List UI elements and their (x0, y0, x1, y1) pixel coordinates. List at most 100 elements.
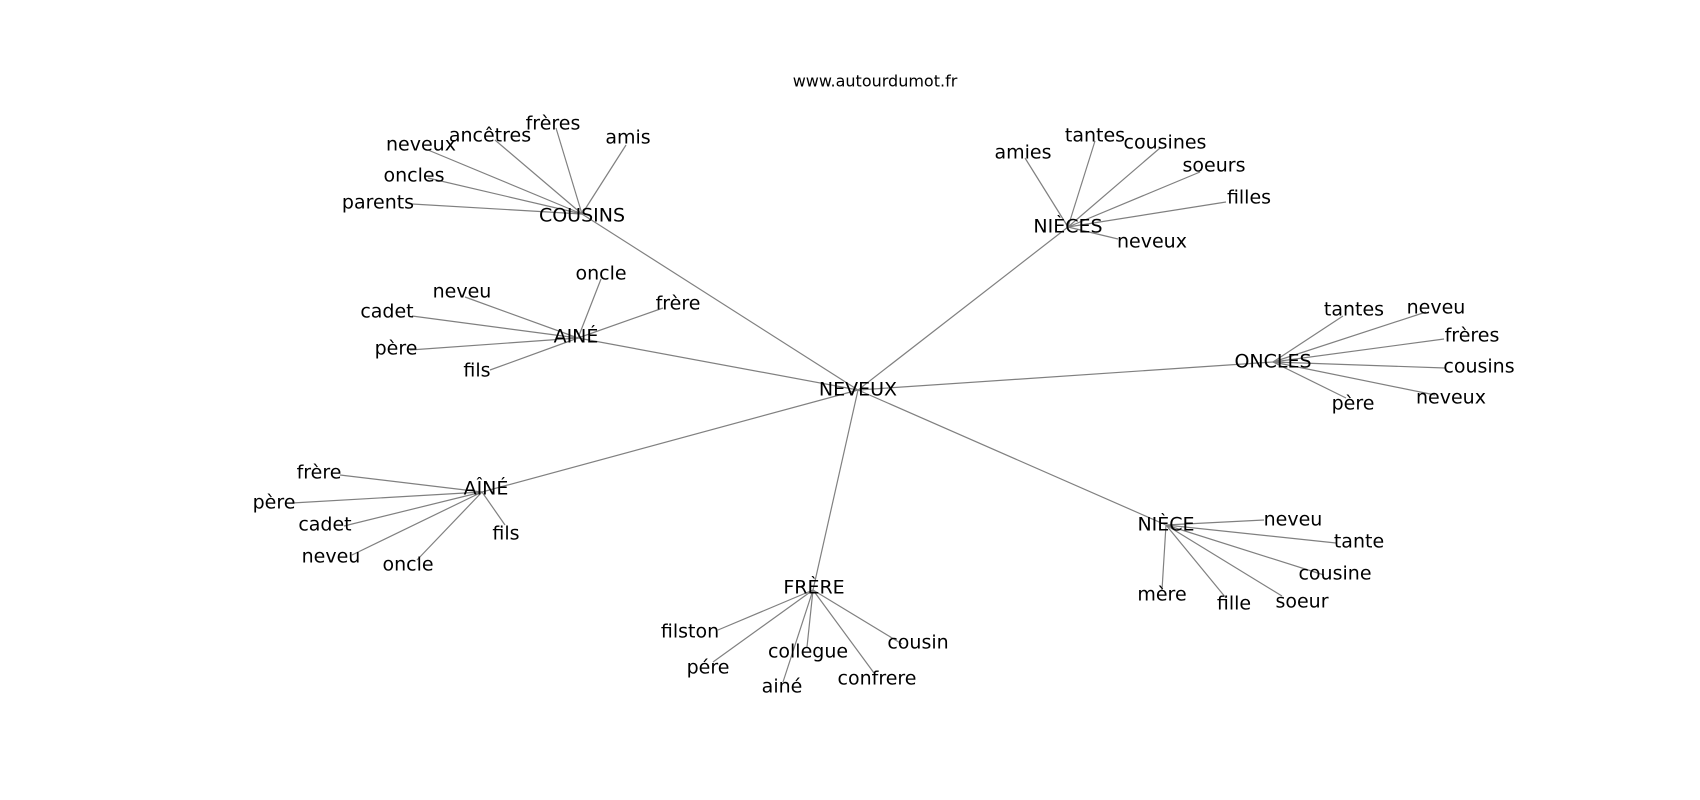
edge-cousins-5 (581, 144, 627, 215)
leaf-word-oncles-2[interactable]: frères (1445, 325, 1500, 347)
edge-nieces-3 (1067, 171, 1201, 228)
leaf-word-cousins-4[interactable]: frères (526, 113, 581, 135)
edge-niece-3 (1165, 524, 1283, 597)
edge-nieces-0 (1024, 157, 1069, 228)
edge-root-aine-lower (481, 389, 859, 493)
leaf-word-niece-2[interactable]: cousine (1298, 563, 1371, 585)
edge-niece-2 (1165, 524, 1325, 576)
edge-root-nieces (857, 226, 1069, 391)
leaf-word-aine-lower-3[interactable]: neveu (302, 546, 361, 568)
edge-frere-0 (717, 589, 814, 631)
edge-frere-3 (782, 589, 814, 683)
edge-niece-5 (1161, 524, 1167, 591)
edge-cousins-1 (427, 177, 583, 215)
leaf-word-oncles-4[interactable]: neveux (1416, 387, 1486, 409)
leaf-word-nieces-0[interactable]: amies (994, 142, 1051, 164)
edge-nieces-1 (1067, 140, 1096, 228)
edge-root-cousins (581, 213, 859, 391)
edge-nieces-2 (1067, 147, 1161, 228)
edge-frere-1 (712, 589, 814, 663)
leaf-word-aine-upper-0[interactable]: oncle (575, 263, 626, 285)
hub-word-niece[interactable]: NIÈCE (1137, 513, 1194, 536)
edge-aine-upper-2 (411, 315, 579, 339)
hub-word-cousins[interactable]: COUSINS (539, 205, 625, 227)
hub-word-aine-upper[interactable]: AINÉ (554, 325, 599, 348)
leaf-word-oncles-5[interactable]: père (1332, 393, 1375, 415)
edge-oncles-4 (1272, 361, 1436, 396)
leaf-word-nieces-3[interactable]: soeurs (1183, 155, 1246, 177)
edge-frere-2 (806, 589, 814, 648)
leaf-word-aine-lower-0[interactable]: frère (297, 462, 342, 484)
edge-oncles-2 (1272, 338, 1445, 363)
leaf-word-aine-upper-5[interactable]: frère (656, 293, 701, 315)
edge-aine-upper-0 (577, 278, 602, 339)
hub-word-frere[interactable]: FRÈRE (783, 576, 844, 599)
edge-aine-upper-5 (577, 307, 664, 339)
edge-aine-upper-3 (409, 337, 579, 351)
leaf-word-oncles-3[interactable]: cousins (1443, 356, 1514, 378)
edge-aine-upper-4 (489, 337, 579, 371)
leaf-word-aine-upper-2[interactable]: cadet (360, 301, 413, 323)
edge-niece-1 (1165, 524, 1337, 544)
edge-root-frere (812, 389, 859, 591)
leaf-word-aine-lower-2[interactable]: cadet (298, 514, 351, 536)
graph-labels: www.autourdumot.fr NEVEUX COUSINS parents o… (253, 72, 1515, 698)
leaf-word-cousins-0[interactable]: parents (342, 192, 414, 214)
leaf-word-oncles-1[interactable]: neveu (1407, 297, 1466, 319)
edge-root-niece (857, 389, 1167, 526)
edge-niece-4 (1165, 524, 1227, 599)
edge-cousins-3 (494, 139, 583, 215)
leaf-word-aine-upper-4[interactable]: fils (463, 360, 490, 382)
leaf-word-frere-5[interactable]: cousin (887, 632, 948, 654)
edge-oncles-0 (1272, 315, 1344, 363)
edge-oncles-3 (1272, 361, 1446, 369)
leaf-word-nieces-5[interactable]: neveux (1117, 231, 1187, 253)
edge-nieces-5 (1067, 226, 1119, 240)
leaf-word-oncles-0[interactable]: tantes (1324, 299, 1384, 321)
edge-aine-lower-5 (481, 491, 506, 526)
leaf-word-nieces-4[interactable]: filles (1227, 187, 1271, 209)
leaf-word-aine-lower-5[interactable]: fils (492, 523, 519, 545)
edge-root-aine-upper (577, 337, 859, 391)
leaf-word-cousins-3[interactable]: ancêtres (449, 125, 531, 147)
leaf-word-niece-1[interactable]: tante (1334, 531, 1384, 553)
edge-aine-lower-2 (343, 491, 483, 527)
leaf-word-niece-5[interactable]: mère (1137, 584, 1186, 606)
leaf-word-cousins-2[interactable]: neveux (386, 134, 456, 156)
edge-aine-lower-0 (339, 474, 483, 493)
leaf-word-aine-lower-1[interactable]: père (253, 492, 296, 514)
edge-nieces-4 (1067, 201, 1227, 228)
leaf-word-frere-0[interactable]: filston (661, 621, 719, 643)
leaf-word-aine-upper-1[interactable]: neveu (433, 281, 492, 303)
leaf-word-niece-0[interactable]: neveu (1264, 509, 1323, 531)
leaf-word-aine-upper-3[interactable]: père (375, 338, 418, 360)
edge-root-oncles (857, 361, 1274, 391)
leaf-word-frere-2[interactable]: collegue (768, 641, 848, 663)
leaf-word-nieces-1[interactable]: tantes (1065, 125, 1125, 147)
edge-aine-upper-1 (464, 296, 579, 339)
leaf-word-frere-1[interactable]: pére (687, 657, 730, 679)
leaf-word-niece-3[interactable]: soeur (1275, 591, 1328, 613)
edge-frere-5 (812, 589, 903, 645)
root-word[interactable]: NEVEUX (819, 379, 897, 401)
hub-word-oncles[interactable]: ONCLES (1234, 351, 1311, 373)
leaf-word-aine-lower-4[interactable]: oncle (382, 554, 433, 576)
leaf-word-cousins-5[interactable]: amis (605, 127, 650, 149)
edge-cousins-0 (411, 203, 583, 215)
leaf-word-frere-3[interactable]: ainé (762, 676, 803, 698)
edge-aine-lower-1 (291, 491, 483, 504)
leaf-word-cousins-1[interactable]: oncles (384, 165, 445, 187)
hub-word-nieces[interactable]: NIÈCES (1033, 215, 1102, 238)
edge-cousins-2 (427, 149, 583, 215)
edge-cousins-4 (555, 127, 583, 215)
leaf-word-nieces-2[interactable]: cousines (1124, 132, 1207, 154)
edge-frere-4 (812, 589, 875, 674)
site-label[interactable]: www.autourdumot.fr (793, 72, 958, 91)
edge-niece-0 (1165, 519, 1265, 526)
leaf-word-frere-4[interactable]: confrere (838, 668, 917, 690)
graph-edges (291, 127, 1446, 683)
leaf-word-niece-4[interactable]: fille (1217, 593, 1251, 615)
hub-word-aine-lower[interactable]: AÎNÉ (464, 477, 509, 500)
edge-aine-lower-3 (351, 491, 483, 556)
